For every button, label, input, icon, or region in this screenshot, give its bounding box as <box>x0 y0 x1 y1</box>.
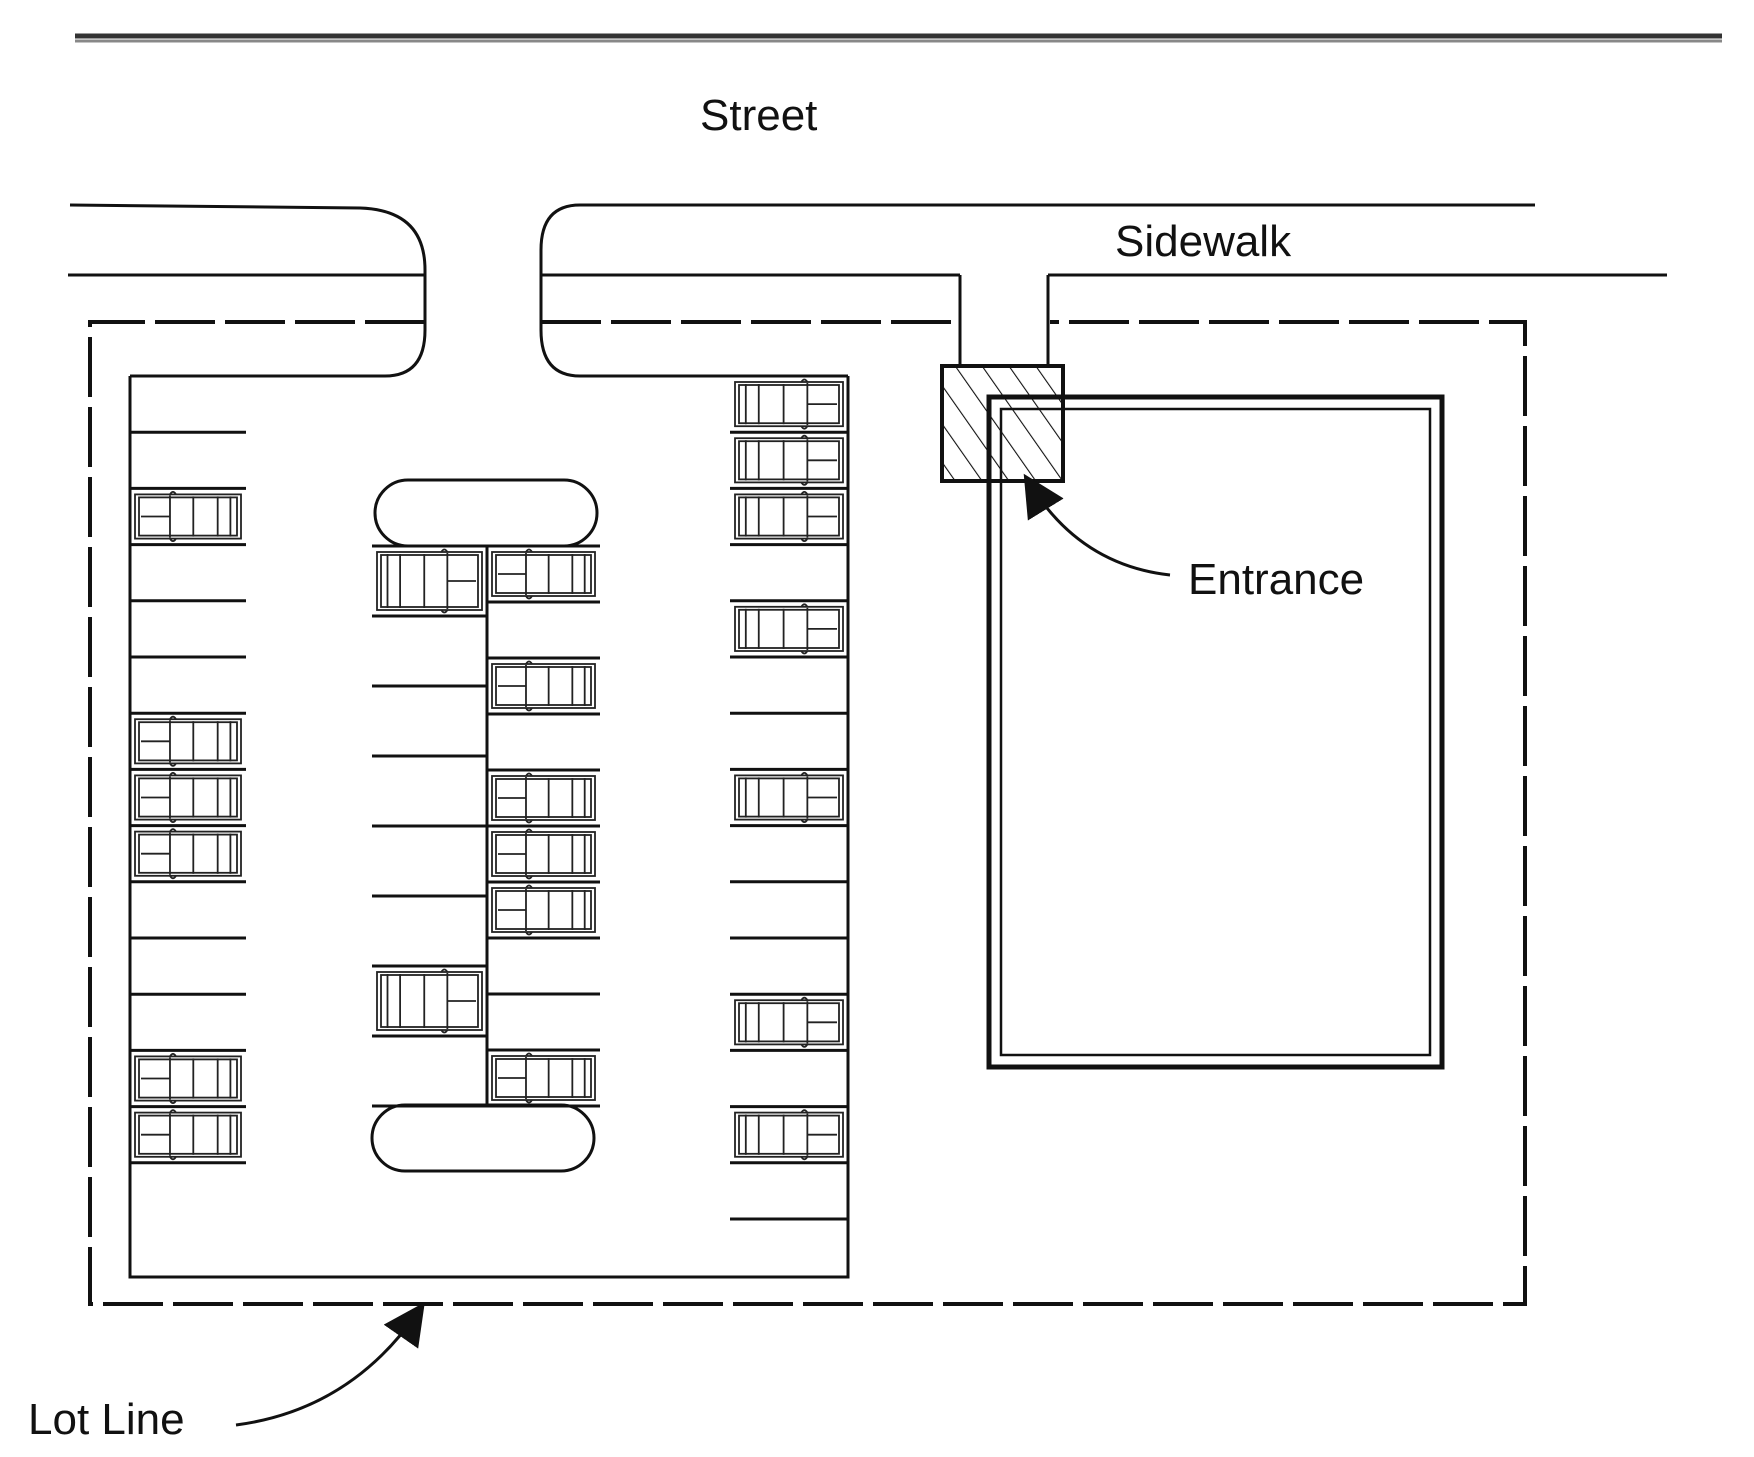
street-label: Street <box>700 91 817 140</box>
sidewalk-label: Sidewalk <box>1115 217 1292 266</box>
parked-car <box>134 828 242 880</box>
parking-island-bottom <box>370 1103 596 1173</box>
parked-car <box>734 603 844 655</box>
parked-car <box>134 491 242 542</box>
parked-car <box>491 660 596 712</box>
parked-car <box>376 968 483 1034</box>
parked-car <box>491 828 596 880</box>
parked-car <box>734 378 844 430</box>
parked-car <box>491 884 596 936</box>
parked-car <box>734 491 844 542</box>
parked-car <box>491 1052 596 1104</box>
parked-car <box>134 715 242 767</box>
lot-line-arrow <box>235 1302 425 1427</box>
lot-line <box>88 320 1527 1306</box>
parked-car <box>734 434 844 486</box>
parked-car <box>734 996 844 1048</box>
parked-car <box>376 548 483 614</box>
parked-car <box>134 1053 242 1104</box>
parked-car <box>134 772 242 823</box>
curb-left <box>68 203 427 378</box>
parking-island-top <box>373 478 599 548</box>
parking-stalls <box>130 430 848 1221</box>
parked-car <box>134 1109 242 1161</box>
parked-cars <box>134 378 844 1161</box>
entrance-walkway <box>958 275 1050 365</box>
parked-car <box>734 772 844 823</box>
building <box>986 394 1445 1070</box>
street-edge <box>75 33 1722 43</box>
lot-line-label: Lot Line <box>28 1395 185 1444</box>
curb-right <box>539 203 1667 378</box>
entrance-vestibule <box>940 364 1065 483</box>
entrance-arrow <box>1023 473 1171 577</box>
parked-car <box>734 1109 844 1161</box>
entrance-label: Entrance <box>1188 555 1364 604</box>
parked-car <box>491 548 596 600</box>
parked-car <box>491 772 596 824</box>
